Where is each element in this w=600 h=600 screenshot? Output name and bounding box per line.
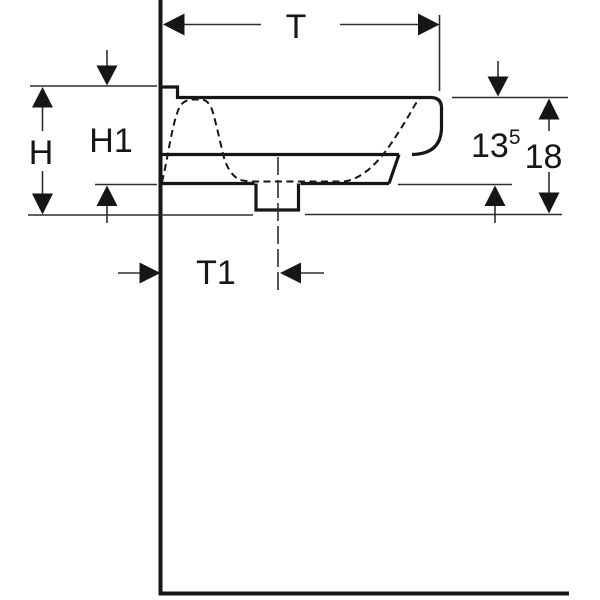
dimension-t: T [163, 8, 440, 46]
dimension-label-t: T [286, 8, 307, 46]
total-depth-arrowhead-bottom-icon [538, 192, 560, 214]
dimension-label-front-depth: 135 [471, 126, 521, 165]
basin-rim-outline [159, 85, 444, 157]
front-depth-base-text: 13 [471, 127, 509, 165]
t-arrowhead-right-icon [418, 13, 440, 36]
wall-and-floor-line [158, 0, 569, 596]
total-depth-arrowhead-top-icon [538, 98, 560, 120]
front-depth-arrowhead-top-icon [487, 76, 509, 97]
dimension-h1: H1 [89, 50, 133, 223]
reference-lines [28, 15, 568, 216]
dimension-t1: T1 [118, 254, 324, 292]
washbasin-profile [159, 85, 444, 292]
dimension-h: H [29, 87, 54, 215]
t1-arrowhead-left-icon [139, 262, 161, 284]
basin-underside-taper-line [387, 153, 401, 185]
dimension-label-h: H [29, 134, 54, 172]
t-arrowhead-left-icon [163, 13, 185, 36]
h1-arrowhead-bottom-icon [96, 185, 118, 206]
dimension-label-total-depth: 18 [525, 138, 563, 176]
dimension-label-h1: H1 [89, 122, 132, 160]
dimension-label-t1: T1 [196, 254, 236, 292]
h-arrowhead-bottom-icon [32, 193, 53, 215]
h-arrowhead-top-icon [32, 87, 53, 108]
front-depth-superscript-text: 5 [509, 126, 521, 149]
h1-arrowhead-top-icon [96, 65, 118, 86]
front-depth-arrowhead-bottom-icon [484, 185, 506, 206]
dimension-total-depth: 18 [525, 98, 563, 214]
dimension-front-depth: 135 [471, 61, 521, 223]
bowl-hidden-contour [161, 96, 422, 183]
t1-arrowhead-right-icon [280, 262, 301, 284]
